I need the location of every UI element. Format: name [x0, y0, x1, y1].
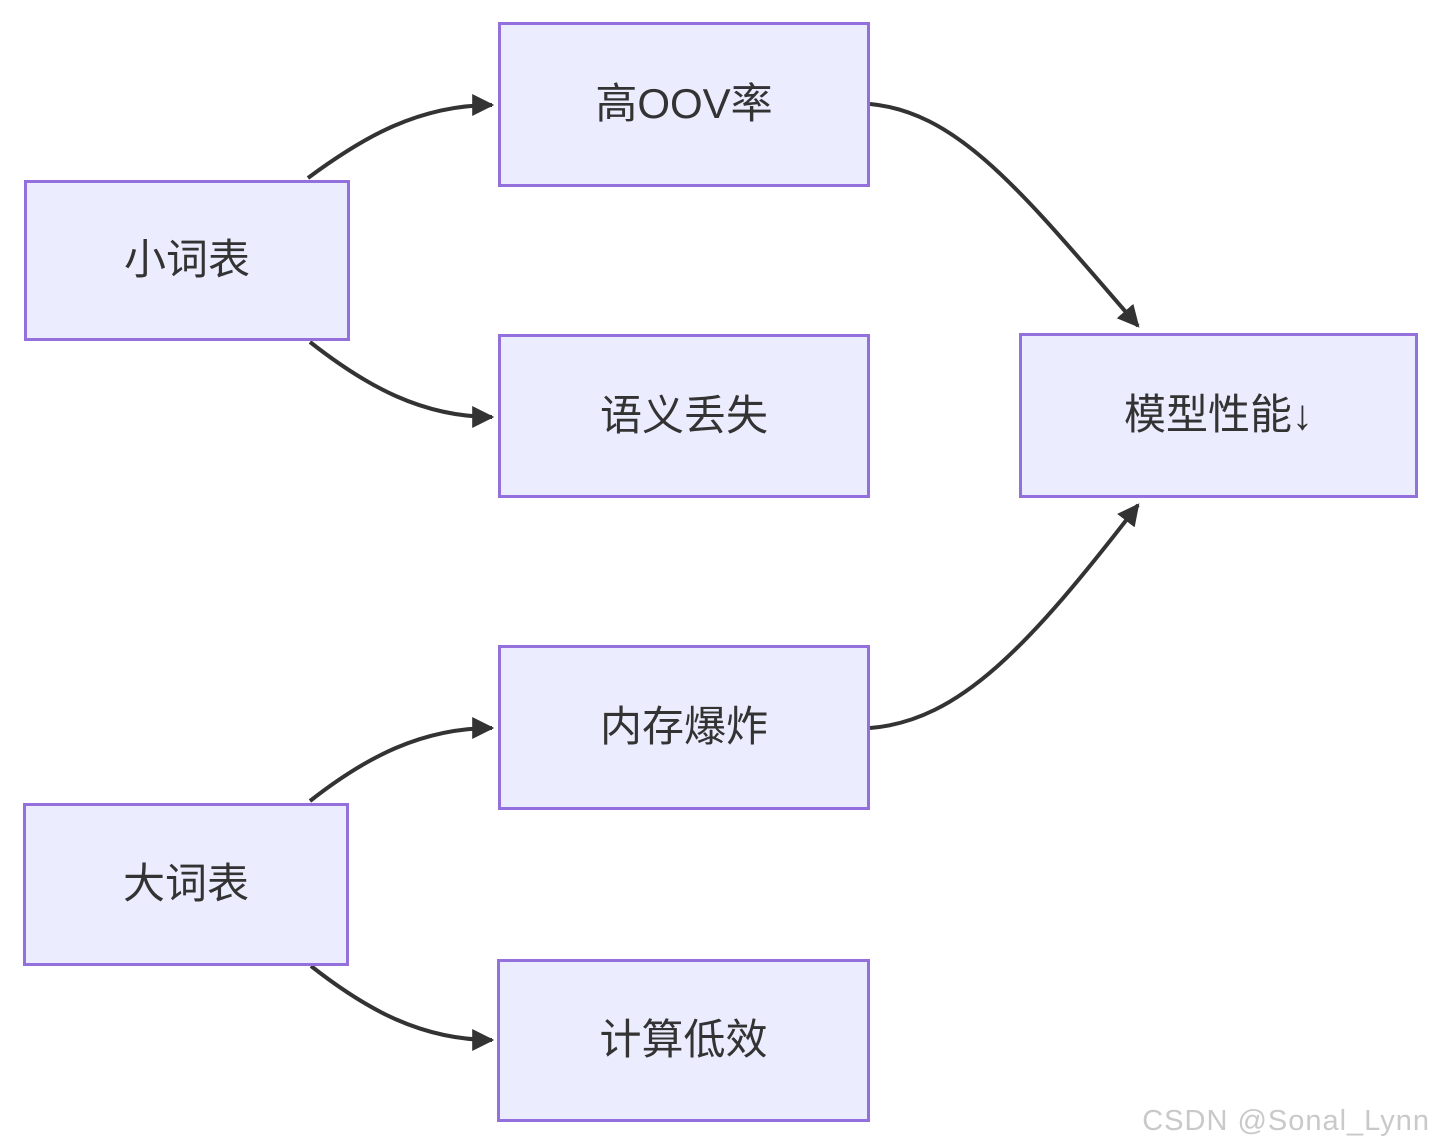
node-compute-inefficiency: 计算低效: [497, 959, 870, 1122]
edge-small-vocab-to-semantic-loss: [308, 340, 495, 428]
edge-small-vocab-to-high-oov: [306, 94, 495, 180]
node-label: 语义丢失: [599, 391, 768, 439]
node-label: 高OOV率: [595, 80, 773, 128]
node-label: 内存爆炸: [599, 703, 768, 751]
node-label: 大词表: [122, 860, 249, 908]
node-label: 小词表: [123, 236, 250, 284]
node-label: 模型性能↓: [1123, 391, 1313, 439]
node-large-vocab: 大词表: [23, 803, 349, 966]
edge-high-oov-to-model-performance: [869, 102, 1140, 328]
edge-large-vocab-to-memory-explosion: [308, 717, 495, 803]
node-high-oov: 高OOV率: [498, 22, 870, 187]
node-label: 计算低效: [599, 1016, 768, 1064]
node-semantic-loss: 语义丢失: [498, 334, 870, 498]
node-small-vocab: 小词表: [24, 180, 350, 341]
edge-memory-explosion-to-model-performance: [869, 503, 1140, 730]
watermark: CSDN @Sonal_Lynn: [1142, 1105, 1430, 1137]
node-memory-explosion: 内存爆炸: [498, 645, 870, 810]
node-model-performance: 模型性能↓: [1019, 333, 1418, 498]
edge-large-vocab-to-compute-inefficiency: [309, 964, 495, 1051]
